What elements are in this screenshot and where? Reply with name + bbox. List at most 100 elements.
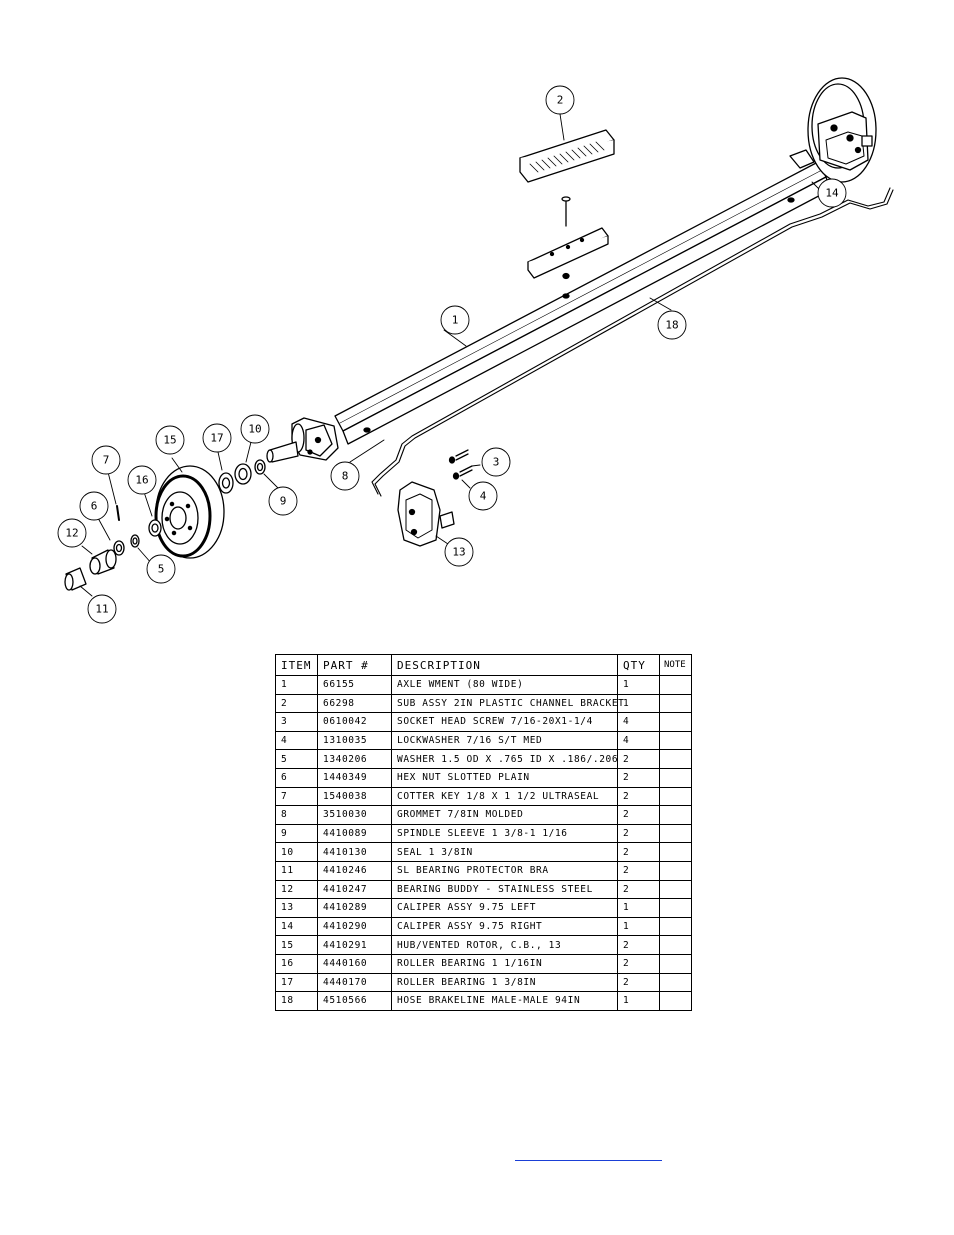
cell-part: 4440170 [317,972,392,993]
hub-rotor [154,465,225,559]
cell-note [659,879,692,900]
header-qty: QTY [617,654,660,676]
cell-part: 1440349 [317,767,392,788]
callout-8: 8 [342,470,349,483]
callout-circles [57,85,847,624]
cell-note [659,805,692,825]
cell-item: 16 [275,953,318,974]
callout-13: 13 [452,546,465,559]
cell-qty: 1 [617,675,660,695]
cell-description: CALIPER ASSY 9.75 RIGHT [391,916,618,937]
cell-item: 1 [275,675,318,695]
cell-description: SUB ASSY 2IN PLASTIC CHANNEL BRACKET [391,693,624,714]
brake-line-hose [371,187,894,497]
footer-hyperlink[interactable] [515,1146,662,1161]
cell-qty: 2 [617,879,660,900]
header-part-number: PART # [317,654,392,676]
cell-description: CALIPER ASSY 9.75 LEFT [391,898,618,918]
cell-note [659,860,692,881]
cell-qty: 2 [617,767,660,788]
cell-qty: 4 [617,730,660,751]
cell-description: BEARING BUDDY - STAINLESS STEEL [391,879,618,900]
callout-10: 10 [248,423,261,436]
left-caliper [397,481,455,547]
cell-item: 3 [275,712,318,732]
cell-part: 4410130 [317,842,392,862]
cell-part: 3510030 [317,805,392,825]
cell-part: 4410289 [317,898,392,918]
callout-14: 14 [825,187,839,200]
cell-qty: 2 [617,749,660,769]
cell-part: 0610042 [317,712,392,732]
callout-12: 12 [65,527,78,540]
cell-qty: 4 [617,712,660,732]
cell-part: 1310035 [317,730,392,751]
cell-description: COTTER KEY 1/8 X 1 1/2 ULTRASEAL [391,786,618,807]
cell-item: 7 [275,786,318,807]
callout-9: 9 [280,495,287,508]
screws-and-lockwashers [448,449,473,480]
callout-16: 16 [135,474,148,487]
callout-7: 7 [103,454,110,467]
cell-description: HUB/VENTED ROTOR, C.B., 13 [391,935,618,955]
cell-description: LOCKWASHER 7/16 S/T MED [391,730,618,751]
cell-qty: 1 [617,916,660,937]
cell-part: 4410246 [317,860,392,881]
cell-description: WASHER 1.5 OD X .765 ID X .186/.206 [391,749,618,769]
cell-qty: 2 [617,972,660,993]
cell-note [659,730,692,751]
cell-note [659,675,692,695]
cell-item: 8 [275,805,318,825]
cell-part: 1540038 [317,786,392,807]
cell-part: 4410089 [317,823,392,844]
callout-17: 17 [210,432,223,445]
callout-6: 6 [91,500,98,513]
table-header-row: ITEM PART # DESCRIPTION QTY NOTE [275,654,692,676]
header-description: DESCRIPTION [391,654,618,676]
cell-part: 66298 [317,693,392,714]
callout-3: 3 [493,456,500,469]
cell-part: 4410247 [317,879,392,900]
callout-11: 11 [95,603,108,616]
cell-part: 4410290 [317,916,392,937]
cell-description: SEAL 1 3/8IN [391,842,618,862]
cell-part: 4510566 [317,991,392,1011]
cell-description: ROLLER BEARING 1 3/8IN [391,972,618,993]
left-spindle [266,417,339,463]
cell-item: 11 [275,860,318,881]
cell-description: SL BEARING PROTECTOR BRA [391,860,618,881]
callout-1: 1 [452,314,459,327]
right-brake-assembly [789,77,877,183]
header-note: NOTE [659,654,692,676]
plastic-channel [519,129,615,183]
cell-qty: 1 [617,898,660,918]
cell-description: GROMMET 7/8IN MOLDED [391,805,618,825]
cell-note [659,972,692,993]
cell-qty: 2 [617,823,660,844]
bearings-and-seals [113,459,266,556]
cell-note [659,935,692,955]
header-item: ITEM [275,654,318,676]
cell-item: 17 [275,972,318,993]
cell-note [659,823,692,844]
cell-note [659,953,692,974]
cell-item: 4 [275,730,318,751]
cell-note [659,842,692,862]
cell-note [659,749,692,769]
